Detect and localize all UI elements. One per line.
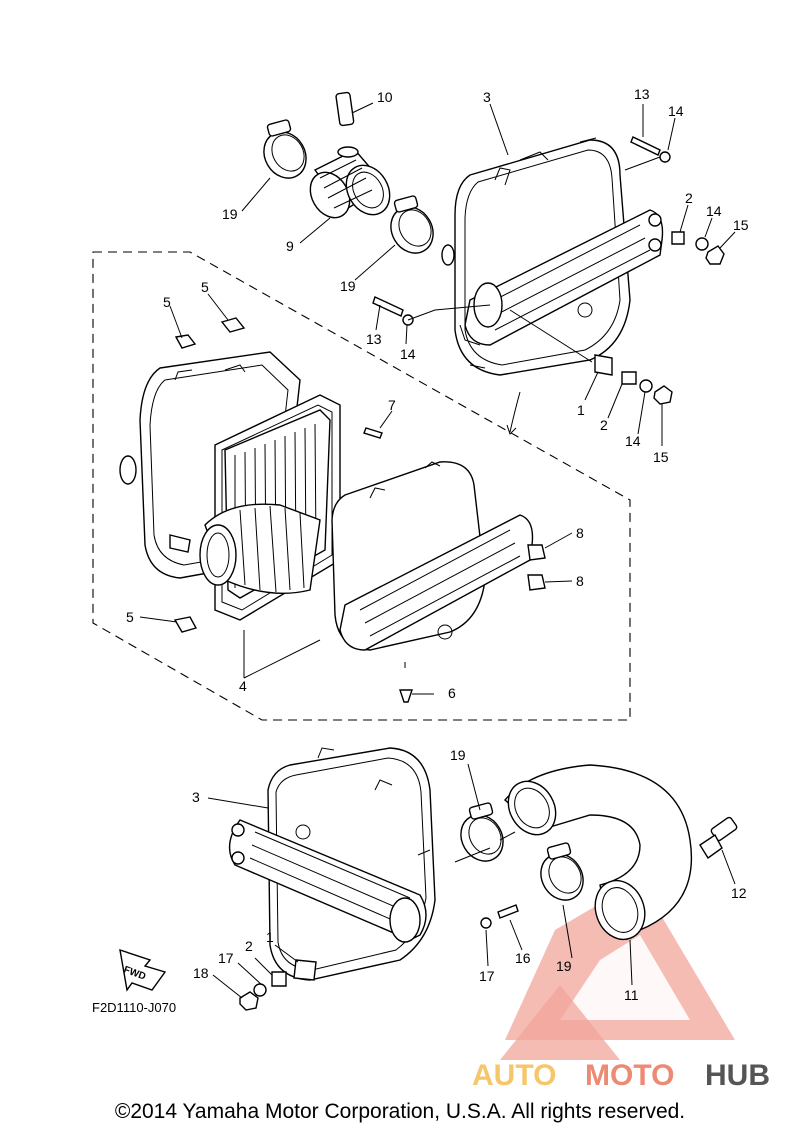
callout-16: 16 (515, 950, 531, 966)
callout-5: 5 (201, 279, 209, 295)
callout-11: 11 (624, 987, 639, 1003)
hose-clamp-19-bottom-b (540, 842, 584, 901)
callout-14: 14 (400, 346, 416, 362)
callout-3: 3 (483, 89, 491, 105)
callout-17: 17 (479, 968, 495, 984)
callout-14: 14 (668, 103, 684, 119)
callout-1: 1 (577, 402, 585, 418)
air-box-cover-top (441, 137, 664, 376)
intake-funnel (199, 503, 321, 594)
copyright-notice: ©2014 Yamaha Motor Corporation, U.S.A. A… (114, 1100, 686, 1123)
callout-18: 18 (193, 965, 209, 981)
leader-lines-inner (139, 293, 573, 695)
callout-15: 15 (653, 449, 669, 465)
fwd-arrow: FWD (119, 948, 167, 992)
watermark-hub: HUB (705, 1059, 770, 1092)
callout-19: 19 (340, 278, 356, 294)
air-box-cover-bottom (228, 747, 436, 981)
callout-10: 10 (377, 89, 393, 105)
leader-lines-bottom (207, 763, 736, 999)
watermark-logo: AUTO MOTO HUB (472, 880, 770, 1092)
hardware-top (372, 136, 725, 405)
callout-2: 2 (685, 190, 693, 206)
callout-labels: 10 3 13 14 19 9 19 2 14 15 13 14 1 2 14 … (92, 86, 749, 1015)
callout-1: 1 (266, 929, 274, 945)
callout-6: 6 (448, 685, 456, 701)
drawing-code: F2D1110-J070 (92, 1000, 176, 1015)
callout-14: 14 (625, 433, 641, 449)
watermark-auto: AUTO (472, 1059, 556, 1092)
leader-lines-top (241, 102, 736, 446)
callout-3: 3 (192, 789, 200, 805)
callout-17: 17 (218, 950, 234, 966)
callout-14: 14 (706, 203, 722, 219)
hose-clamp-19-top-right (390, 195, 434, 254)
watermark-moto: MOTO (585, 1059, 674, 1092)
callout-19: 19 (556, 958, 572, 974)
detail-boundary (92, 251, 631, 721)
callout-15: 15 (733, 217, 749, 233)
hose-clamp-19-top-left (263, 119, 307, 179)
callout-8: 8 (576, 573, 584, 589)
hardware-inner (173, 317, 546, 703)
callout-4: 4 (239, 678, 247, 694)
callout-12: 12 (731, 885, 747, 901)
callout-13: 13 (634, 86, 650, 102)
callout-19: 19 (222, 206, 238, 222)
callout-5: 5 (163, 294, 171, 310)
callout-19: 19 (450, 747, 466, 763)
hardware-bottom (239, 816, 738, 1011)
callout-5: 5 (126, 609, 134, 625)
callout-2: 2 (600, 417, 608, 433)
callout-9: 9 (286, 238, 294, 254)
air-box-cover-inner (331, 461, 534, 651)
callout-2: 2 (245, 938, 253, 954)
intake-duct-9 (309, 91, 391, 219)
callout-13: 13 (366, 331, 382, 347)
callout-8: 8 (576, 525, 584, 541)
callout-7: 7 (388, 397, 396, 413)
intake-elbow-11 (504, 764, 693, 941)
hose-clamp-19-bottom-a (460, 802, 504, 862)
